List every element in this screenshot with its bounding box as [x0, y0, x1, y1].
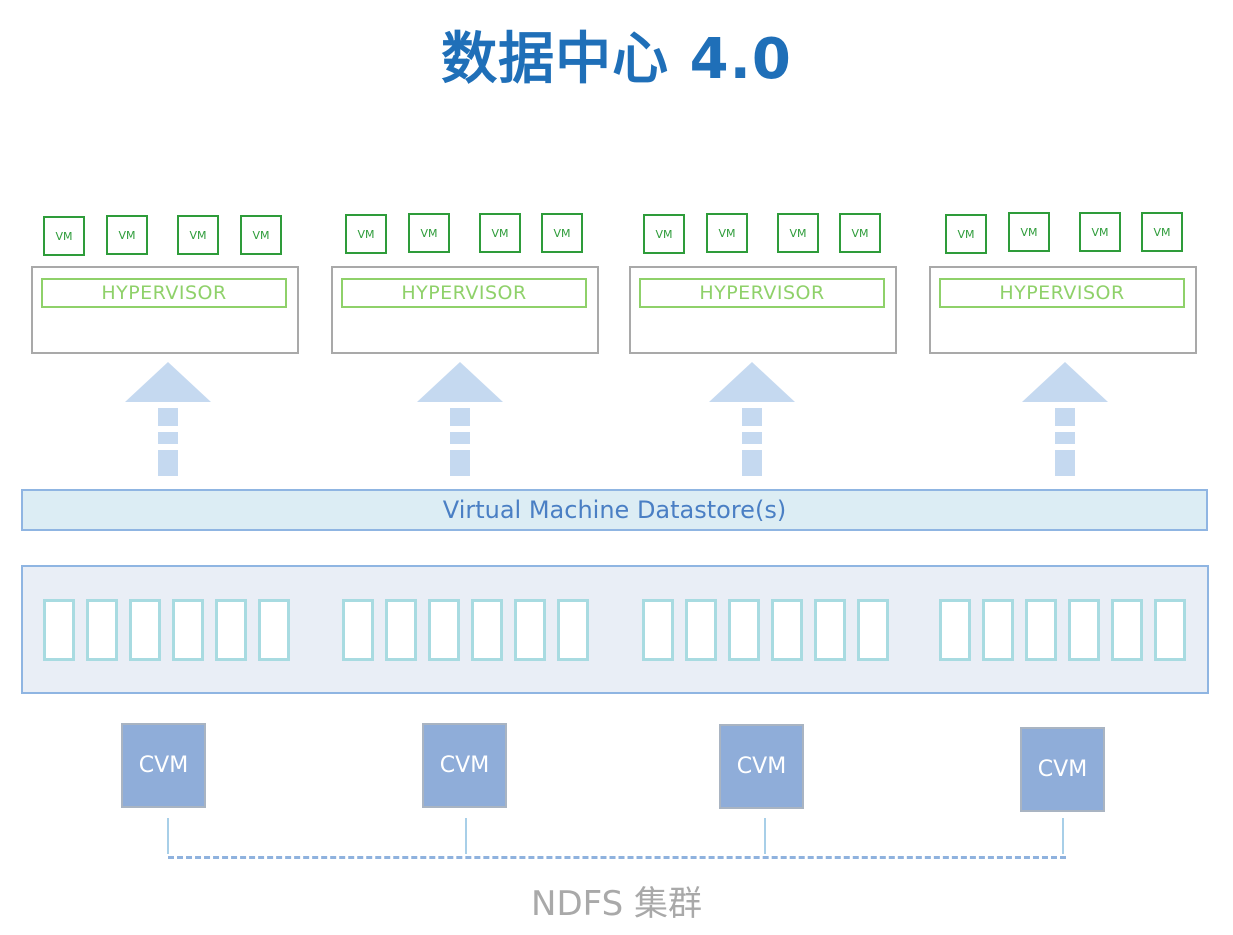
disk-slot	[385, 599, 417, 661]
disk-slot	[939, 599, 971, 661]
vm-box: VM	[1008, 212, 1050, 252]
disk-slot	[215, 599, 247, 661]
vm-box: VM	[106, 215, 148, 255]
vm-box: VM	[643, 214, 685, 254]
vm-box: VM	[945, 214, 987, 254]
cvm-box: CVM	[422, 723, 507, 808]
disk-slot	[342, 599, 374, 661]
vm-box: VM	[541, 213, 583, 253]
cvm-box: CVM	[121, 723, 206, 808]
disk-slot	[514, 599, 546, 661]
host-server: HYPERVISOR	[629, 266, 897, 354]
storage-pool	[21, 565, 1209, 694]
host-server: HYPERVISOR	[331, 266, 599, 354]
disk-slot	[1111, 599, 1143, 661]
disk-slot	[557, 599, 589, 661]
hypervisor-bar: HYPERVISOR	[41, 278, 287, 308]
cvm-link-line	[1062, 818, 1064, 854]
disk-slot	[129, 599, 161, 661]
disk-slot	[172, 599, 204, 661]
disk-slot	[1025, 599, 1057, 661]
up-arrow-icon	[1022, 362, 1108, 476]
cluster-label: NDFS 集群	[531, 884, 702, 924]
up-arrow-icon	[417, 362, 503, 476]
hypervisor-bar: HYPERVISOR	[939, 278, 1185, 308]
disk-slot	[86, 599, 118, 661]
vm-box: VM	[777, 213, 819, 253]
disk-slot	[471, 599, 503, 661]
disk-slot	[814, 599, 846, 661]
cvm-box: CVM	[719, 724, 804, 809]
disk-slot	[642, 599, 674, 661]
host-server: HYPERVISOR	[929, 266, 1197, 354]
vm-box: VM	[43, 216, 85, 256]
hypervisor-bar: HYPERVISOR	[639, 278, 885, 308]
cvm-link-line	[764, 818, 766, 854]
disk-slot	[1068, 599, 1100, 661]
disk-slot	[428, 599, 460, 661]
disk-slot	[258, 599, 290, 661]
page-title: 数据中心 4.0	[441, 27, 792, 92]
cvm-box: CVM	[1020, 727, 1105, 812]
hypervisor-bar: HYPERVISOR	[341, 278, 587, 308]
disk-slot	[982, 599, 1014, 661]
disk-slot	[1154, 599, 1186, 661]
cvm-link-line	[167, 818, 169, 854]
disk-slot	[771, 599, 803, 661]
disk-slot	[43, 599, 75, 661]
disk-slot	[685, 599, 717, 661]
disk-slot	[857, 599, 889, 661]
cvm-link-line	[465, 818, 467, 854]
vm-box: VM	[240, 215, 282, 255]
vm-box: VM	[479, 213, 521, 253]
vm-box: VM	[408, 213, 450, 253]
vm-box: VM	[345, 214, 387, 254]
vm-box: VM	[177, 215, 219, 255]
host-server: HYPERVISOR	[31, 266, 299, 354]
vm-box: VM	[706, 213, 748, 253]
vm-box: VM	[1079, 212, 1121, 252]
up-arrow-icon	[709, 362, 795, 476]
cluster-network-line	[168, 856, 1066, 859]
disk-slot	[728, 599, 760, 661]
datastore-bar: Virtual Machine Datastore(s)	[21, 489, 1208, 531]
up-arrow-icon	[125, 362, 211, 476]
vm-box: VM	[839, 213, 881, 253]
vm-box: VM	[1141, 212, 1183, 252]
